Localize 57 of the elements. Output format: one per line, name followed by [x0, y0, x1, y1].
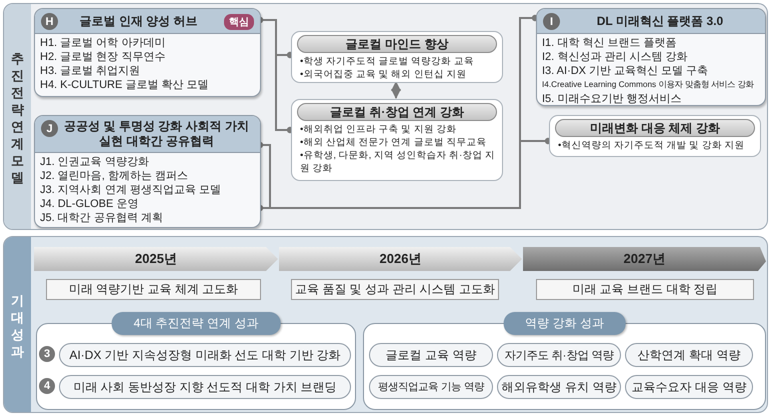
- section-title: 기대성과: [4, 237, 31, 412]
- outcome-pill: 미래 사회 동반성장 지향 선도적 대학 가치 브랜딩: [59, 375, 351, 399]
- list-item: J4. DL-GLOBE 운영: [39, 197, 140, 211]
- list-item: I3. AI·DX 기반 교육혁신 모델 구축: [541, 64, 710, 78]
- list-item: I4.Creative Learning Commons 이용자 맞춤형 서비스 강화: [541, 79, 755, 91]
- list-item: I5. 미래수요기반 행정서비스: [541, 92, 682, 105]
- pill-title: 미래변화 대응 체제 강화: [555, 119, 755, 137]
- year-banner: 2026년: [279, 247, 522, 271]
- list-item: J3. 지역사회 연계 평생직업교육 모델: [39, 183, 222, 197]
- list-item: H2. 글로벌 현장 직무연수: [39, 50, 166, 64]
- bullet-item: •혁신역량의 자기주도적 개발 및 강화 지원: [557, 139, 746, 152]
- goal-box: 미래 역량기반 교육 체계 고도화: [46, 279, 261, 300]
- list-item: I1. 대학 혁신 브랜드 플랫폼: [541, 36, 678, 50]
- outcome-pill: 해외유학생 유치 역량: [497, 375, 621, 399]
- outcome-pill: 자기주도 취·창업 역량: [497, 343, 621, 367]
- year-banner: 2027년: [523, 247, 766, 271]
- outcome-pill: 산학연계 확대 역량: [625, 343, 753, 367]
- bullet-item: •외국어집중 교육 및 해외 인턴십 지원: [299, 68, 468, 81]
- info-card: [549, 115, 761, 157]
- strategy-card: [536, 8, 766, 106]
- outcome-pill: AI·DX 기반 지속성장형 미래화 선도 대학 기반 강화: [59, 343, 351, 367]
- group-title: 4대 추진전략 연계 성과: [112, 312, 280, 335]
- section-panel: [3, 3, 768, 230]
- outcome-pill: 평생직업교육 기능 역량: [369, 375, 493, 399]
- goal-box: 교육 품질 및 성과 관리 시스템 고도화: [291, 279, 499, 300]
- strategy-card: [34, 115, 261, 228]
- bullet-item: •학생 자기주도적 글로벌 역량강화 교육: [299, 55, 475, 68]
- list-item: H4. K-CULTURE 글로벌 확산 모델: [39, 78, 210, 92]
- list-item: H3. 글로벌 취업지원: [39, 64, 142, 78]
- bullet-item: •해외취업 인프라 구축 및 지원 강화: [299, 123, 458, 136]
- outcome-pill: 교육수요자 대응 역량: [625, 375, 753, 399]
- list-item: J5. 대학간 공유협력 계획: [39, 211, 164, 225]
- pill-title: 글로컬 취·창업 연계 강화: [297, 103, 497, 121]
- letter-badge: H: [41, 13, 58, 30]
- info-card: [291, 31, 503, 83]
- bullet-item: •유학생, 다문화, 지역 성인학습자 취·창업 지원 강화: [299, 149, 496, 175]
- letter-badge: I: [543, 13, 560, 30]
- card-title: DL 미래혁신 플랫폼 3.0: [596, 14, 724, 28]
- section-title: 추진전략연계모델: [4, 4, 31, 229]
- strategy-card: [34, 8, 261, 97]
- card-title: 공공성 및 투명성 강화 사회적 가치 실현 대학간 공유협력: [63, 119, 250, 149]
- double-arrow: [391, 81, 401, 99]
- section-panel: [3, 236, 768, 413]
- outcome-pill: 글로컬 교육 역량: [369, 343, 493, 367]
- goal-box: 미래 교육 브랜드 대학 정립: [536, 279, 754, 300]
- card-title: 글로벌 인재 양성 허브: [79, 14, 198, 28]
- bullet-item: •해외 산업체 전문가 연계 글로벌 직무교육: [299, 136, 488, 149]
- list-item: H1. 글로벌 어학 아카데미: [39, 36, 166, 50]
- letter-badge: J: [41, 120, 58, 137]
- year-banner: 2025년: [34, 247, 278, 271]
- pill-title: 글로컬 마인드 향상: [297, 35, 497, 53]
- group-title: 역량 강화 성과: [503, 312, 626, 335]
- list-item: J1. 인권교육 역량강화: [39, 155, 150, 169]
- list-item: J2. 열린마음, 함께하는 캠퍼스: [39, 169, 189, 183]
- core-tag: 핵심: [224, 14, 254, 30]
- info-card: [291, 99, 503, 181]
- list-item: I2. 혁신성과 관리 시스템 강화: [541, 50, 688, 64]
